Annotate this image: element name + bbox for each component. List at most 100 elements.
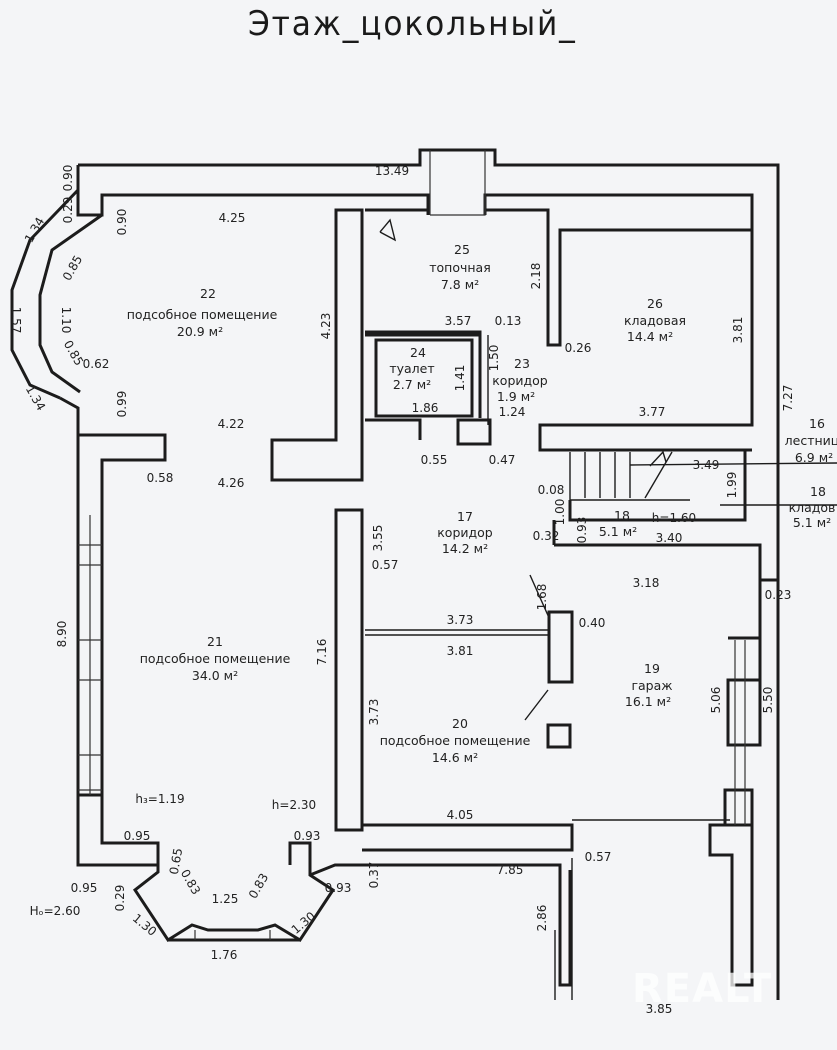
dim-label: 3.40 xyxy=(656,531,683,545)
dim-label: 1.34 xyxy=(22,215,47,245)
room-20-area: 14.6 м² xyxy=(432,750,478,765)
room-17-area: 14.2 м² xyxy=(442,541,488,556)
room-18a-area: 5.1 м² xyxy=(599,524,637,539)
staircase xyxy=(569,450,690,501)
dim-label: 0.37 xyxy=(367,862,381,889)
room-23-name: коридор xyxy=(492,373,548,388)
room-23-area: 1.9 м² xyxy=(497,389,535,404)
dim-label: 3.81 xyxy=(447,644,474,658)
dim-label: 3.73 xyxy=(367,699,381,726)
room-21-name: подсобное помещение xyxy=(140,651,291,666)
dim-label: 5.06 xyxy=(709,687,723,714)
room-24-number: 24 xyxy=(410,345,426,360)
room-18b-number: 18 xyxy=(810,484,826,499)
room-16-number: 16 xyxy=(809,416,825,431)
dim-label: 1.86 xyxy=(412,401,439,415)
dim-label: 0.58 xyxy=(147,471,174,485)
dim-label: h=2.30 xyxy=(272,798,316,812)
dim-label: 0.40 xyxy=(579,616,606,630)
room-25-area: 7.8 м² xyxy=(441,277,479,292)
dim-label: 7.85 xyxy=(497,863,524,877)
room-19-area: 16.1 м² xyxy=(625,694,671,709)
dim-label: h=1.60 xyxy=(652,511,696,525)
room-20-number: 20 xyxy=(452,716,468,731)
dim-label: 3.55 xyxy=(371,525,385,552)
dim-label: 0.93 xyxy=(325,881,352,895)
dim-label: 1.68 xyxy=(535,584,549,611)
dim-label: 1.50 xyxy=(487,345,501,372)
realt-watermark: REALT xyxy=(632,966,773,1012)
leader-lines xyxy=(379,218,837,1000)
dim-label: 0.65 xyxy=(167,847,185,876)
room-23-number: 23 xyxy=(514,356,530,371)
dim-label: 1.30 xyxy=(130,911,159,939)
dim-label: 1.99 xyxy=(725,472,739,499)
dim-label: 4.23 xyxy=(319,313,333,340)
dim-label: 0.93 xyxy=(575,517,589,544)
dim-label: 3.18 xyxy=(633,576,660,590)
dim-label: 0.47 xyxy=(489,453,516,467)
dim-label: 0.32 xyxy=(533,529,560,543)
dim-label: 0.93 xyxy=(294,829,321,843)
dim-label: 7.27 xyxy=(781,385,795,412)
dim-label: 1.34 xyxy=(23,383,48,413)
dim-label: 1.57 xyxy=(9,307,23,334)
room-18b-name: кладов xyxy=(789,500,836,515)
outer-walls xyxy=(10,148,780,1000)
dim-label: 1.41 xyxy=(453,365,467,392)
dim-label: 0.90 xyxy=(61,165,75,192)
dim-label: 2.18 xyxy=(529,263,543,290)
room-26-area: 14.4 м² xyxy=(627,329,673,344)
dim-label: 3.85 xyxy=(646,1002,673,1016)
dim-label: Hₒ=2.60 xyxy=(30,904,81,918)
room-24-area: 2.7 м² xyxy=(393,377,431,392)
dim-label: h₃=1.19 xyxy=(135,792,184,806)
dim-label: 1.10 xyxy=(59,307,73,334)
dim-label: 0.08 xyxy=(538,483,565,497)
room-16-name: лестниц xyxy=(785,433,837,448)
dim-label: 4.25 xyxy=(219,211,246,225)
room-17-name: коридор xyxy=(437,525,493,540)
dim-label: 0.99 xyxy=(115,391,129,418)
room-18a-number: 18 xyxy=(614,508,630,523)
dimension-labels: 13.49 0.90 0.29 1.34 0.85 1.57 1.10 0.85… xyxy=(9,164,795,1016)
room-19-name: гараж xyxy=(631,678,672,693)
dim-label: 0.23 xyxy=(765,588,792,602)
dim-label: 0.83 xyxy=(246,871,271,901)
dim-label: 0.95 xyxy=(71,881,98,895)
room-22-name: подсобное помещение xyxy=(127,307,278,322)
dim-label: 0.26 xyxy=(565,341,592,355)
dim-label: 0.57 xyxy=(585,850,612,864)
dim-label: 7.16 xyxy=(315,639,329,666)
room-18b-area: 5.1 м² xyxy=(793,515,831,530)
dim-label: 5.50 xyxy=(761,687,775,714)
dim-label: 1.25 xyxy=(212,892,239,906)
dim-label: 0.95 xyxy=(124,829,151,843)
dim-label: 0.13 xyxy=(495,314,522,328)
dim-label: 2.86 xyxy=(535,905,549,932)
room-26-number: 26 xyxy=(647,296,663,311)
dim-label: 3.49 xyxy=(693,458,720,472)
dim-label: 0.62 xyxy=(83,357,110,371)
dim-label: 4.22 xyxy=(218,417,245,431)
room-20-name: подсобное помещение xyxy=(380,733,531,748)
windows xyxy=(78,150,746,940)
room-26-name: кладовая xyxy=(624,313,686,328)
room-24-name: туалет xyxy=(389,361,434,376)
dim-label: 0.90 xyxy=(115,209,129,236)
dim-label: 0.85 xyxy=(60,253,85,283)
dim-label: 4.26 xyxy=(218,476,245,490)
dim-label: 1.76 xyxy=(211,948,238,962)
dim-label: 0.55 xyxy=(421,453,448,467)
room-19-number: 19 xyxy=(644,661,660,676)
dim-label: 4.05 xyxy=(447,808,474,822)
dim-label: 0.29 xyxy=(61,197,75,224)
inner-walls xyxy=(270,208,762,852)
room-21-number: 21 xyxy=(207,634,223,649)
room-22-area: 20.9 м² xyxy=(177,324,223,339)
dim-label: 1.00 xyxy=(553,499,567,526)
dim-label: 1.24 xyxy=(499,405,526,419)
room-25-name: топочная xyxy=(429,260,491,275)
